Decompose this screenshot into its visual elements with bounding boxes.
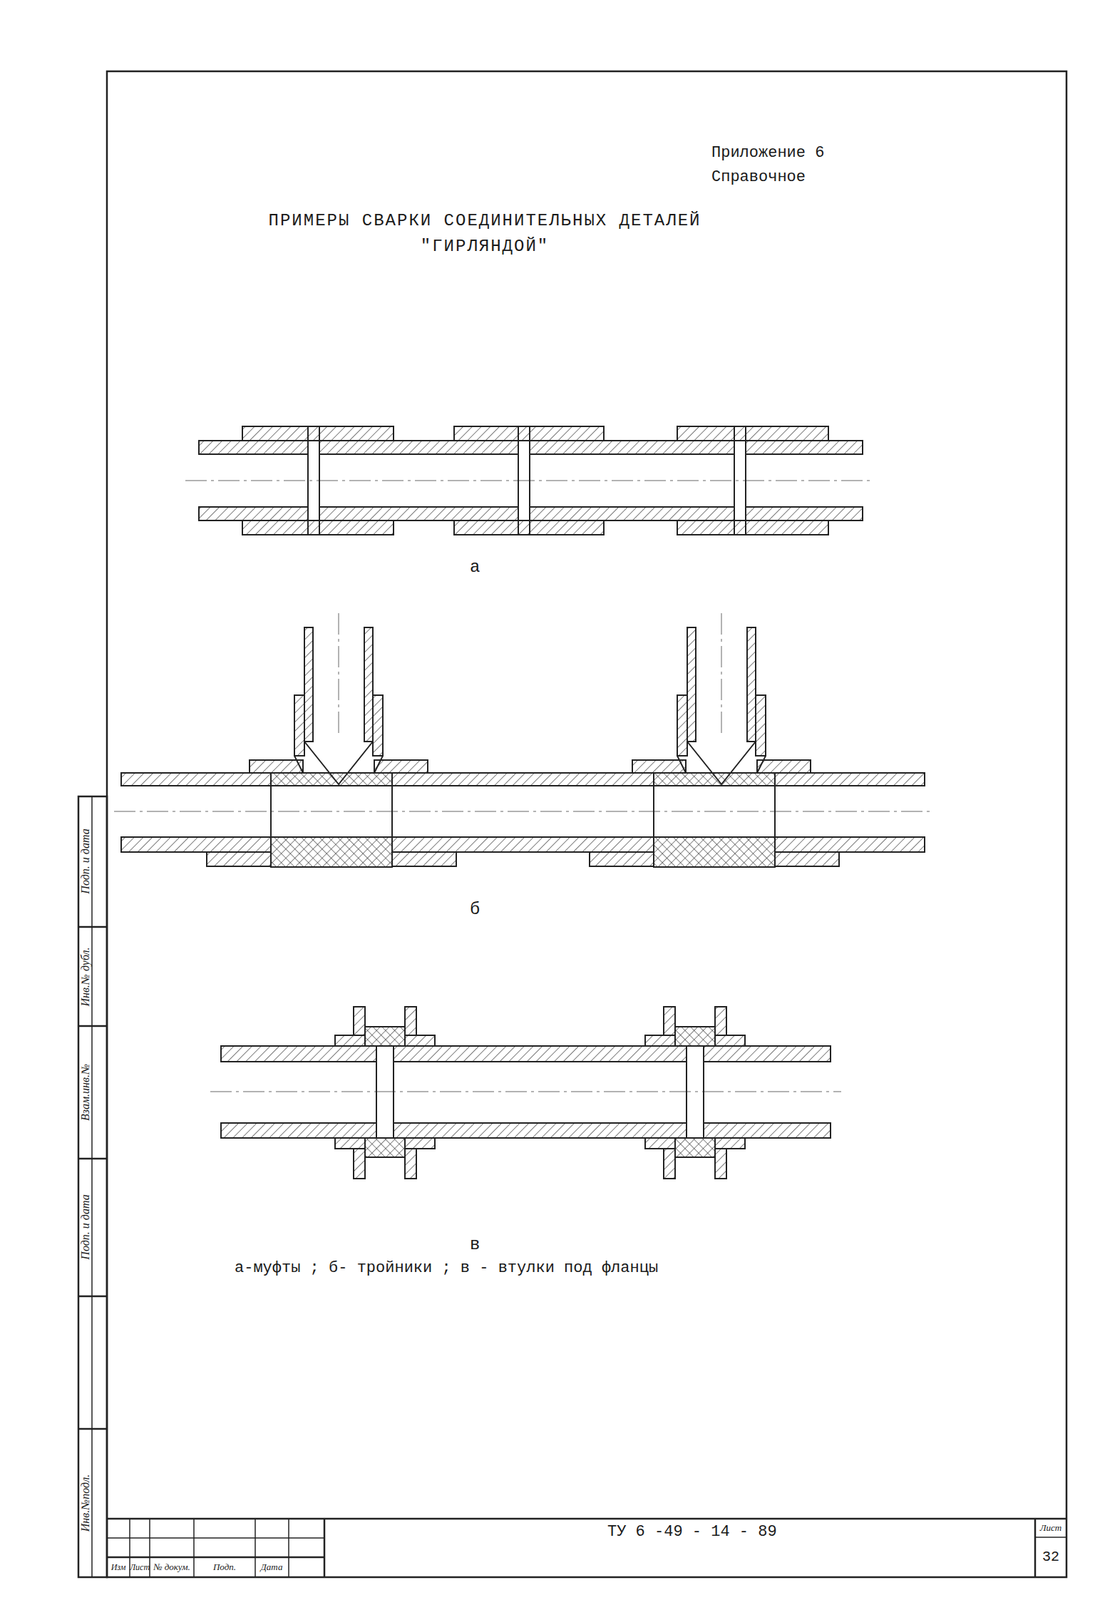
stamp-field: Инв.№подл. bbox=[78, 1474, 92, 1532]
stamp-field: Взам.инв.№ bbox=[78, 1063, 92, 1121]
figure-caption: а-муфты ; б- тройники ; в - втулки под ф… bbox=[234, 1258, 658, 1278]
sheet-frame bbox=[78, 71, 1067, 1577]
sheet-number: 32 bbox=[1042, 1548, 1060, 1566]
title-block-field: Лист bbox=[129, 1561, 150, 1572]
appendix-number: Приложение 6 bbox=[711, 144, 825, 163]
title-block-field: Дата bbox=[260, 1561, 284, 1573]
appendix-status: Справочное bbox=[711, 168, 806, 187]
title-block-field: Изм bbox=[111, 1561, 127, 1572]
stamp-field: Инв.№ дубл. bbox=[78, 946, 92, 1006]
stamp-field: Подп. и дата bbox=[78, 1194, 92, 1259]
title-block-field: № докум. bbox=[153, 1561, 191, 1573]
view-letter: в bbox=[469, 1234, 480, 1256]
view-letter: а bbox=[469, 557, 480, 579]
tee-welding-view bbox=[114, 613, 934, 867]
view-letter: б bbox=[469, 899, 480, 921]
stamp-field: Подп. и дата bbox=[78, 828, 92, 894]
coupling-welding-view bbox=[185, 426, 874, 535]
document-code: ТУ 6 -49 - 14 - 89 bbox=[607, 1522, 778, 1542]
title-block-field: Подп. bbox=[213, 1561, 236, 1573]
title-block-field: Лист bbox=[1040, 1522, 1062, 1534]
flange-bushing-view bbox=[210, 1006, 842, 1179]
sheet-title: ПРИМЕРЫ СВАРКИ СОЕДИНИТЕЛЬНЫХ ДЕТАЛЕЙ "Г… bbox=[256, 208, 713, 260]
